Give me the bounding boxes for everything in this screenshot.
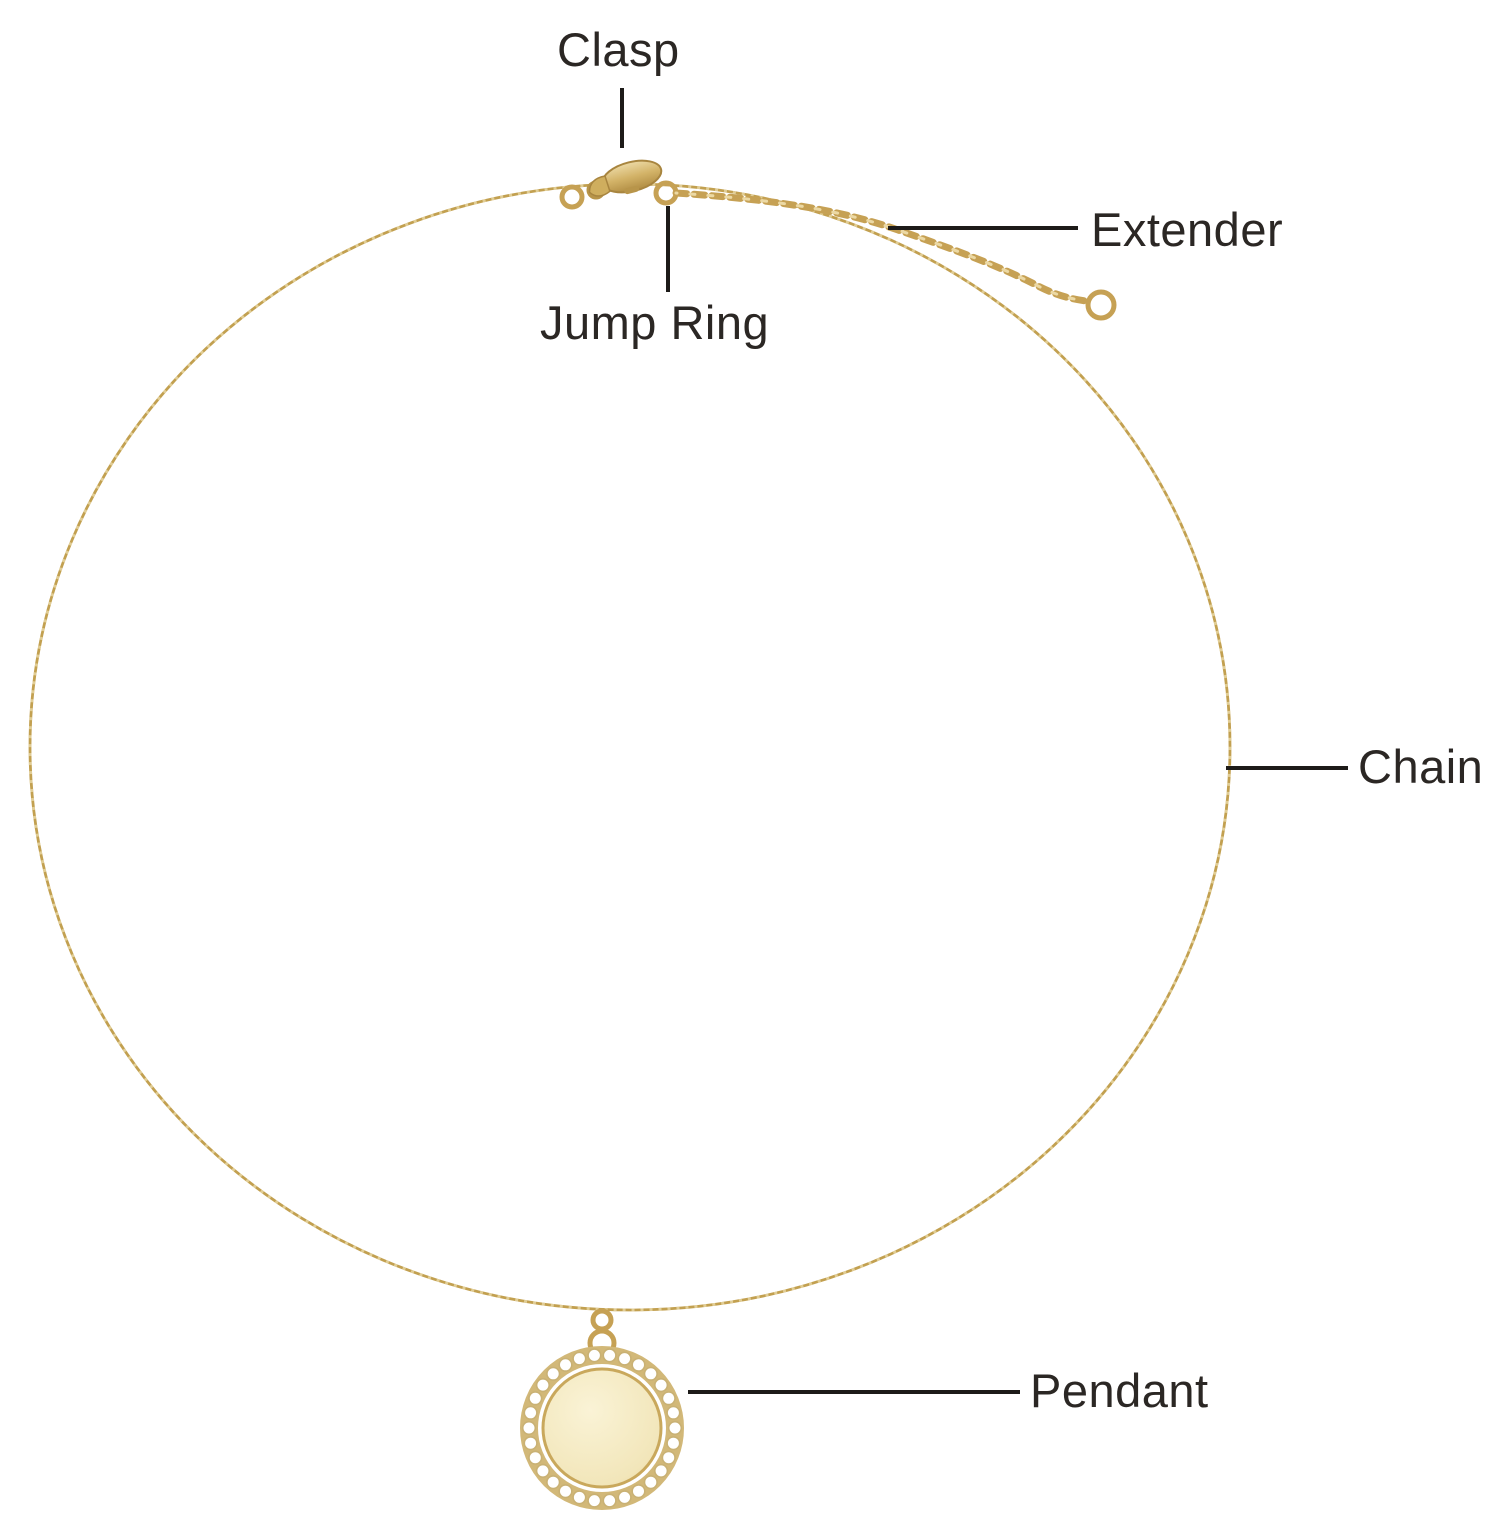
pendant-disc — [541, 1367, 663, 1489]
extender-links — [672, 189, 1090, 305]
clasp-hook — [588, 175, 611, 197]
pendant-halo-stones — [521, 1348, 683, 1508]
pendant-bail-top-ring — [590, 1308, 614, 1332]
lobster-clasp — [559, 159, 663, 210]
extender-label: Extender — [1091, 203, 1284, 256]
chain-label: Chain — [1358, 740, 1484, 793]
extender-chain — [672, 189, 1117, 321]
clasp-left-ring — [559, 184, 585, 210]
clasp-trigger — [624, 185, 640, 195]
chain-loop — [28, 182, 1232, 1312]
connector-lines — [620, 88, 1348, 1394]
clasp-label: Clasp — [557, 23, 680, 76]
pendant — [520, 1308, 684, 1510]
pendant-label: Pendant — [1030, 1364, 1209, 1417]
extender-end-ring — [1085, 289, 1117, 321]
extender-links-highlight — [674, 191, 1088, 303]
chain-highlight — [28, 182, 1232, 1312]
jump-ring-label: Jump Ring — [540, 296, 770, 349]
